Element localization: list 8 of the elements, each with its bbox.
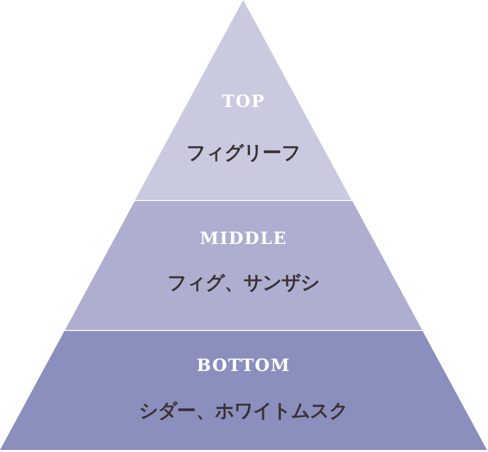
pyramid-tier (135, 0, 352, 200)
tier-text: シダー、ホワイトムスク (139, 399, 348, 424)
tier-text: フィグリーフ (186, 141, 300, 166)
tier-heading: BOTTOM (196, 356, 290, 376)
pyramid-tier (0, 331, 487, 450)
pyramid-tier (64, 201, 422, 330)
tier-heading: MIDDLE (200, 229, 288, 249)
tier-text: フィグ、サンザシ (167, 271, 320, 296)
